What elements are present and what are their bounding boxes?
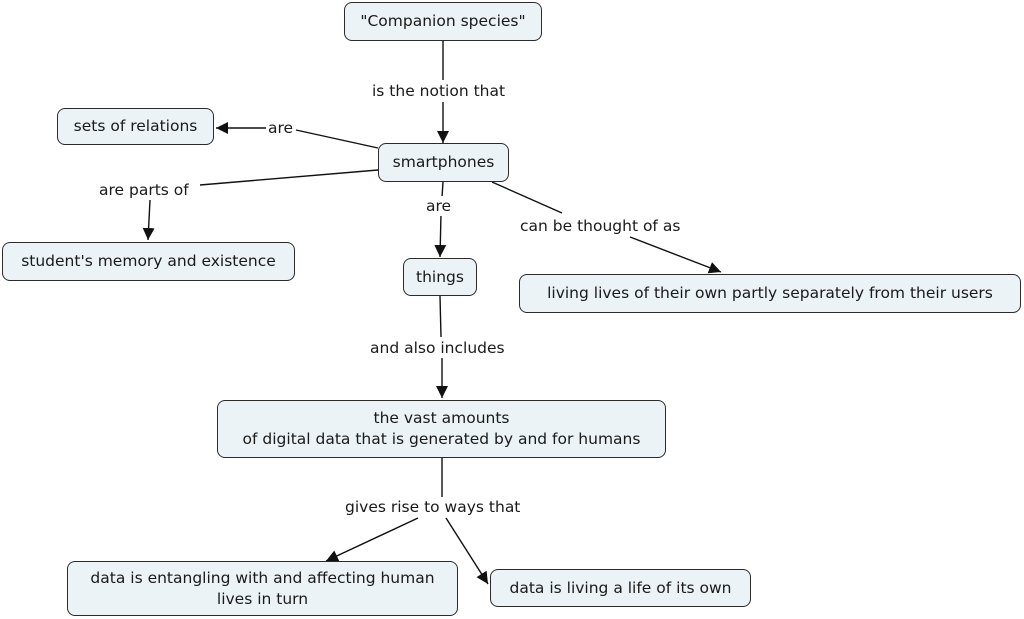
edge-parts-to-memory	[142, 199, 155, 241]
node-things[interactable]: things	[403, 258, 477, 296]
edge-smartphones-to-thought	[491, 181, 563, 214]
node-entangling-line2: lives in turn	[216, 589, 309, 608]
node-student-memory[interactable]: student's memory and existence	[2, 242, 295, 281]
node-sets-of-relations-label: sets of relations	[73, 117, 198, 135]
node-vast-amounts-line1: the vast amounts	[373, 409, 510, 427]
node-smartphones-label: smartphones	[392, 153, 495, 171]
node-vast-amounts[interactable]: the vast amounts of digital data that is…	[217, 400, 666, 458]
node-living-a-life-label: data is living a life of its own	[509, 578, 732, 597]
node-living-a-life[interactable]: data is living a life of its own	[490, 569, 751, 607]
link-gives-rise-to-ways-that: gives rise to ways that	[343, 497, 523, 517]
node-companion-species[interactable]: "Companion species"	[344, 2, 542, 41]
edge-smartphones-to-parts	[199, 169, 379, 186]
link-are-relations: are	[266, 118, 296, 138]
edge-gives-to-entangling	[325, 517, 419, 562]
node-sets-of-relations[interactable]: sets of relations	[57, 108, 214, 145]
link-can-be-thought-of-as: can be thought of as	[518, 216, 683, 236]
node-living-lives[interactable]: living lives of their own partly separat…	[519, 274, 1021, 313]
link-is-the-notion-that: is the notion that	[370, 81, 508, 101]
node-vast-amounts-line2: of digital data that is generated by and…	[242, 430, 641, 448]
node-student-memory-label: student's memory and existence	[21, 252, 276, 270]
node-things-label: things	[416, 267, 464, 286]
node-entangling[interactable]: data is entangling with and affecting hu…	[67, 561, 458, 616]
node-smartphones[interactable]: smartphones	[378, 143, 509, 182]
node-entangling-line1: data is entangling with and affecting hu…	[90, 568, 435, 587]
link-are-parts-of: are parts of	[97, 180, 191, 200]
edge-gives-to-living-life	[445, 517, 489, 585]
edge-smartphones-to-are	[295, 129, 379, 149]
node-companion-species-label: "Companion species"	[360, 12, 526, 30]
link-and-also-includes: and also includes	[368, 338, 507, 358]
edge-smartphones-to-are2	[441, 181, 444, 198]
edge-thought-to-living	[629, 236, 722, 274]
node-living-lives-label: living lives of their own partly separat…	[547, 284, 993, 302]
edge-things-to-includes	[439, 295, 442, 338]
edge-are2-to-things	[434, 213, 447, 258]
link-are-things: are	[424, 196, 454, 216]
